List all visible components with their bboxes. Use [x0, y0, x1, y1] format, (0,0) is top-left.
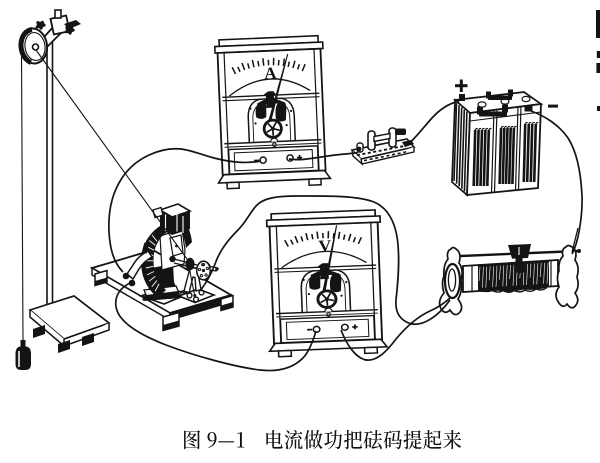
svg-text:A: A — [264, 63, 278, 83]
svg-text:V: V — [318, 237, 332, 256]
